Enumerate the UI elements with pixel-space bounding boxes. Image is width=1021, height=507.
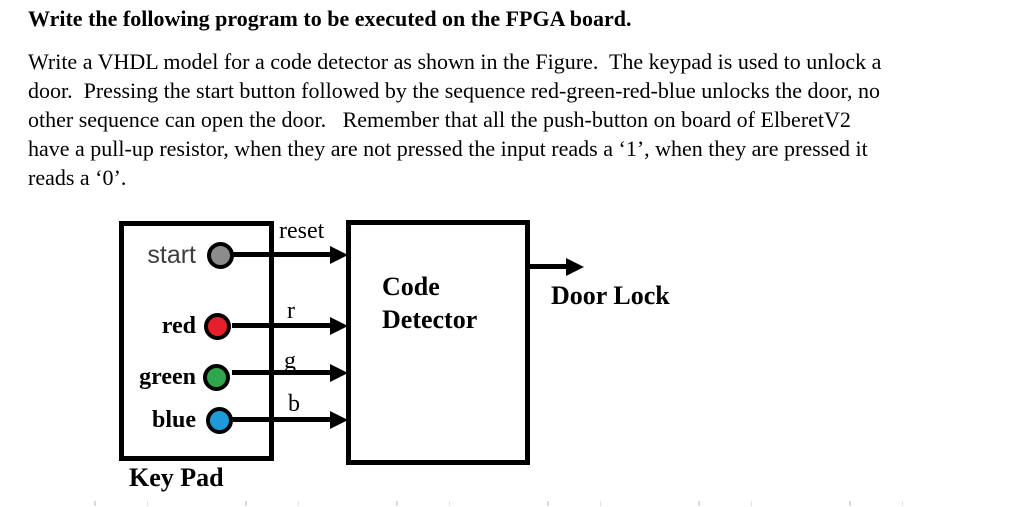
reset-wire <box>232 252 334 257</box>
paragraph-line: other sequence can open the door. Rememb… <box>28 107 851 132</box>
paragraph-line: reads a ‘0’. <box>28 165 127 190</box>
start-button-icon <box>207 242 234 269</box>
b-arrowhead-icon <box>330 411 348 429</box>
g-arrowhead-icon <box>330 364 348 382</box>
reset-arrowhead-icon <box>330 246 348 264</box>
door-lock-arrowhead-icon <box>566 258 584 276</box>
paragraph-line: have a pull-up resistor, when they are n… <box>28 136 868 161</box>
paragraph-line: door. Pressing the start button followed… <box>28 78 881 103</box>
door-lock-wire <box>529 264 568 269</box>
b-wire <box>232 417 334 422</box>
cut-off-text-remnant <box>60 501 990 506</box>
question-title: Write the following program to be execut… <box>28 6 632 31</box>
reset-signal-label: reset <box>279 218 325 244</box>
code-detector-label: Code Detector <box>382 272 478 334</box>
r-signal-label: r <box>287 298 295 324</box>
g-signal-label: g <box>284 348 296 374</box>
red-button-label: red <box>161 313 196 339</box>
start-button-label: start <box>147 241 196 269</box>
g-wire <box>232 370 334 375</box>
r-wire <box>232 323 334 328</box>
green-button-label: green <box>139 364 196 390</box>
blue-button-label: blue <box>151 407 196 433</box>
red-button-icon <box>204 313 231 340</box>
green-button-icon <box>203 364 230 391</box>
question-paragraph: Write a VHDL model for a code detector a… <box>28 47 881 192</box>
code-detector-box <box>346 220 530 465</box>
blue-button-icon <box>206 407 233 434</box>
b-signal-label: b <box>288 391 300 417</box>
keypad-caption: Key Pad <box>129 463 224 492</box>
door-lock-label: Door Lock <box>551 281 670 310</box>
r-arrowhead-icon <box>330 317 348 335</box>
paragraph-line: Write a VHDL model for a code detector a… <box>28 49 882 74</box>
